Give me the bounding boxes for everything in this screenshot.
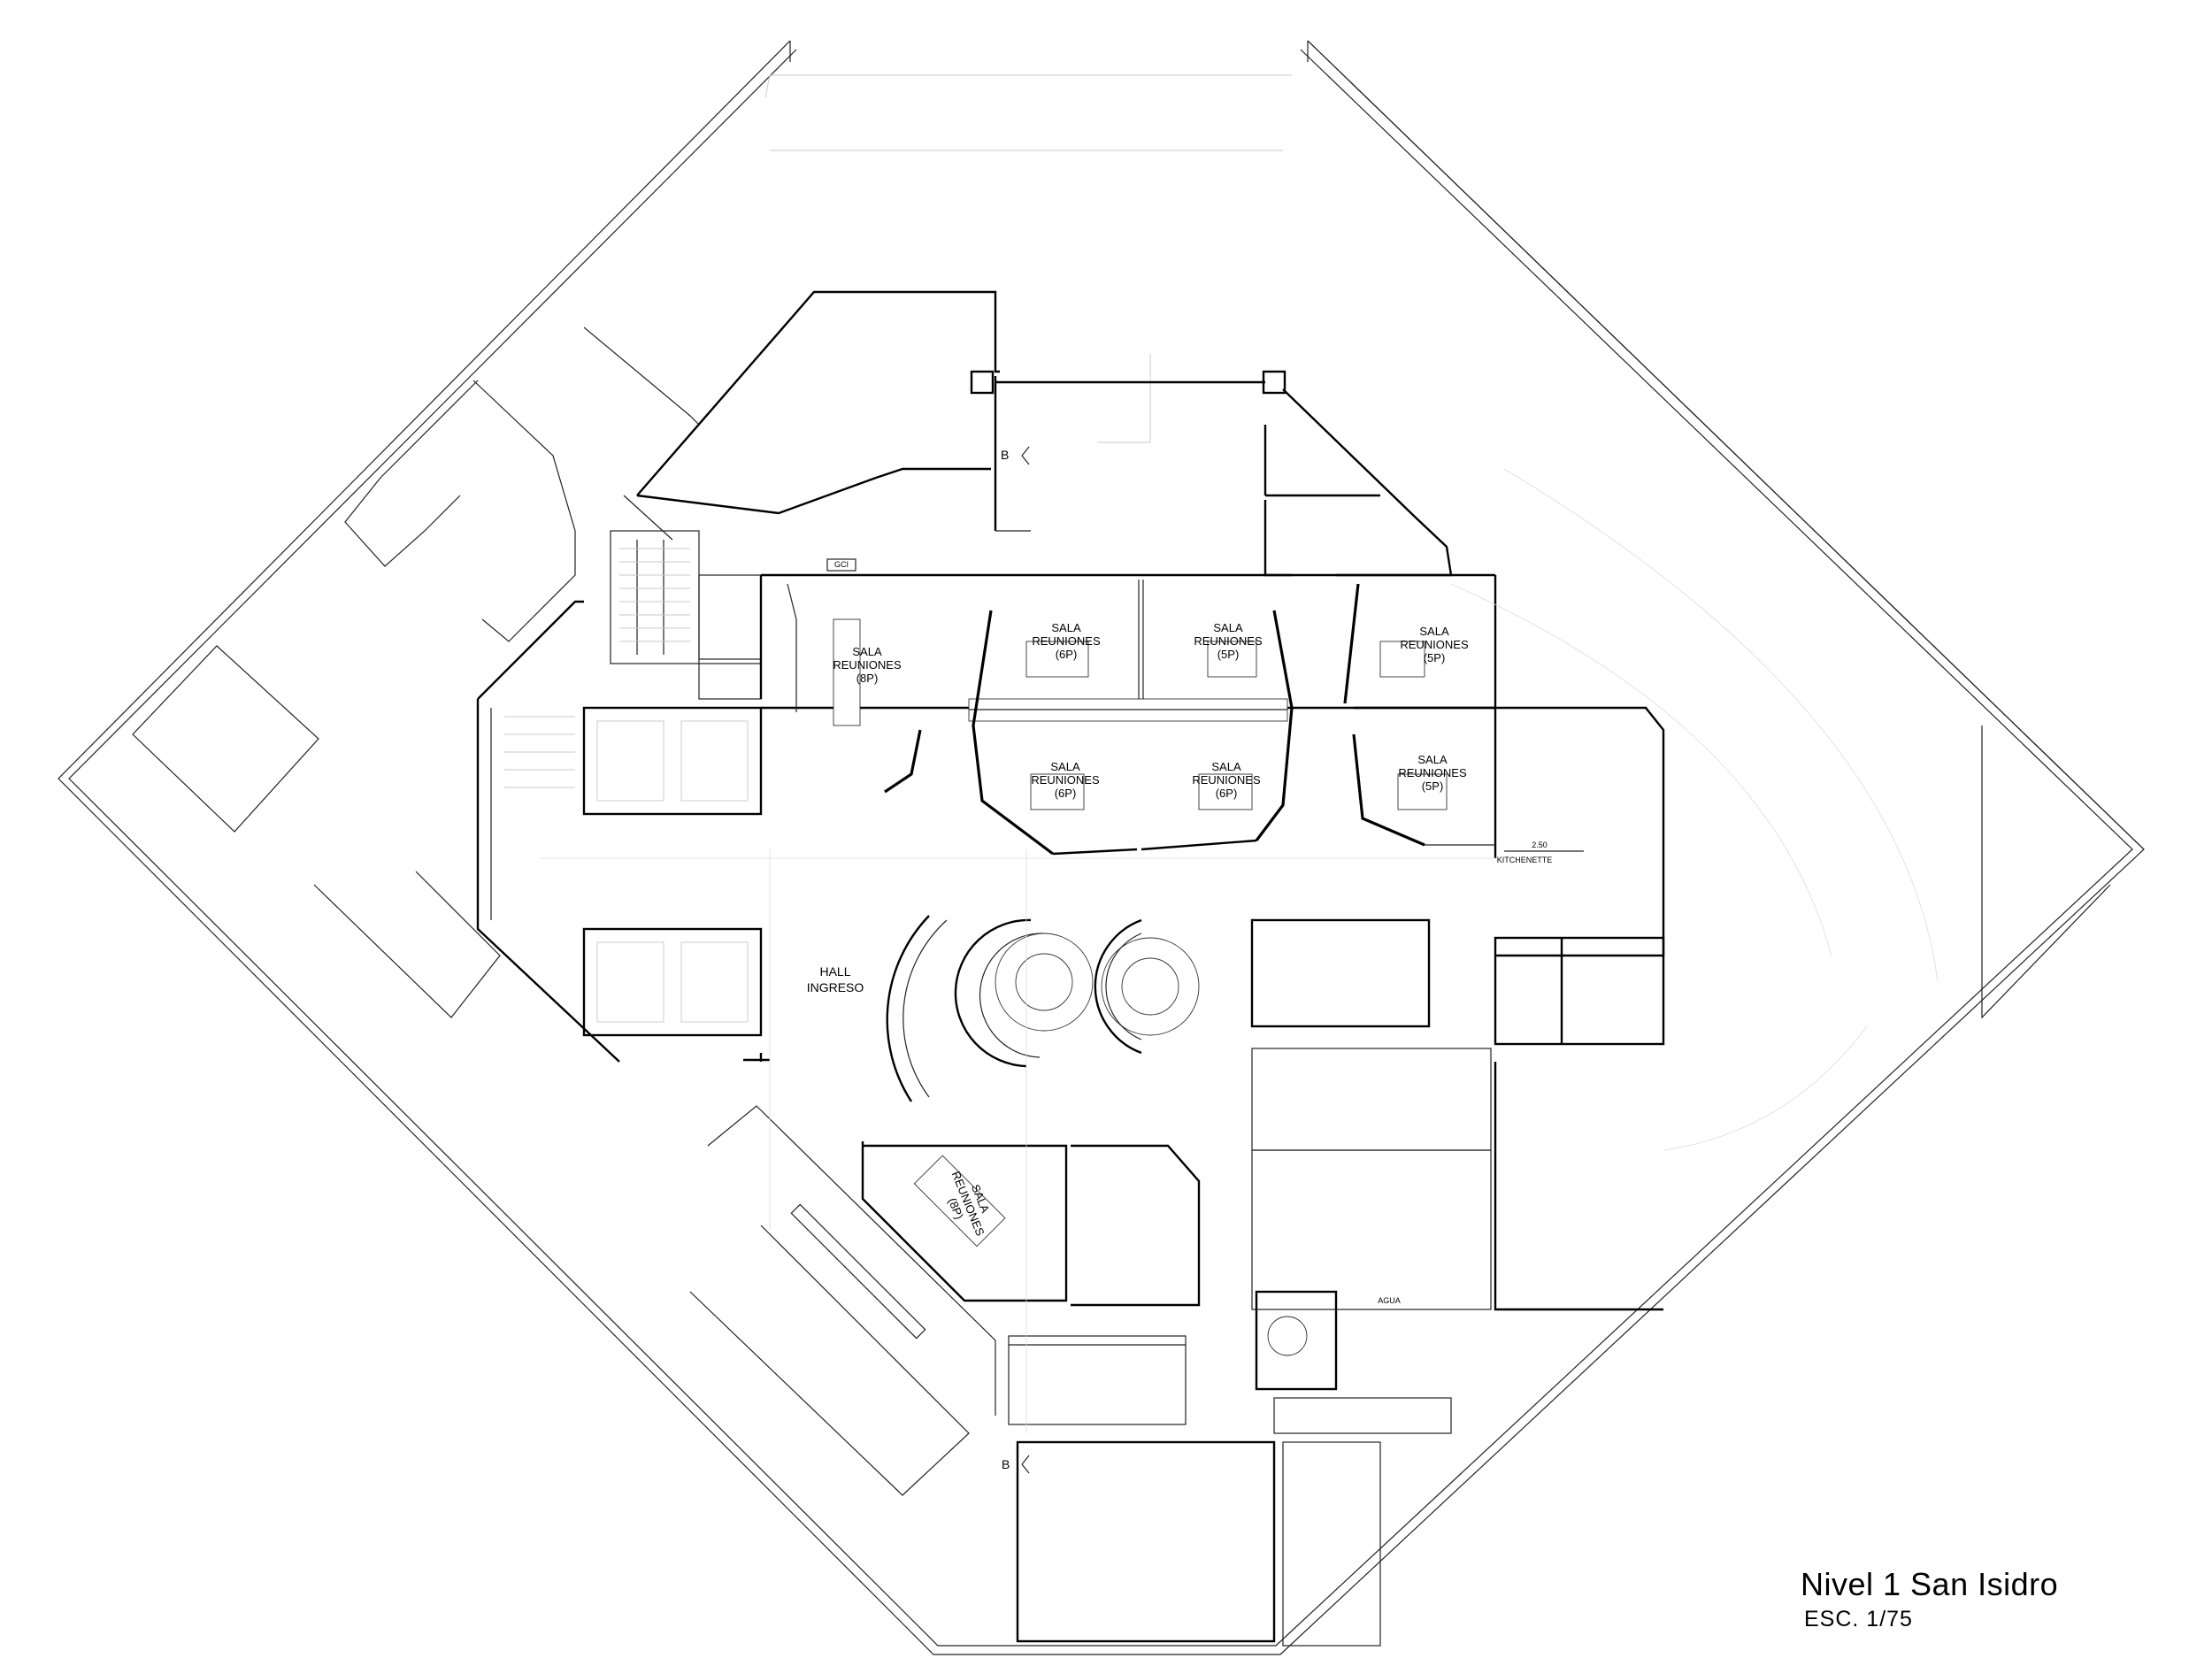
stair-treads <box>619 548 690 642</box>
furniture <box>833 618 1448 1248</box>
stair-core <box>476 530 770 1063</box>
meeting-lower <box>861 1141 1276 1643</box>
reception <box>886 915 1200 1102</box>
meeting-band-top <box>759 573 1665 957</box>
drawing-title-block: Nivel 1 San Isidro ESC. 1/75 <box>1801 1566 2058 1632</box>
faint-lines <box>540 468 1939 1433</box>
drawing-scale: ESC. 1/75 <box>1804 1607 1913 1631</box>
room-label-agua: AGUA <box>1378 1296 1401 1305</box>
room-label-gci: GCI <box>834 560 849 569</box>
outer-envelope <box>58 40 2145 1655</box>
room-label-kitchenette: KITCHENETTE <box>1497 856 1553 864</box>
drawing-title: Nivel 1 San Isidro <box>1801 1566 2059 1602</box>
left-stair-treads <box>504 716 575 788</box>
section-mark-bottom: B <box>1002 1457 1010 1471</box>
upper-core <box>636 290 1453 577</box>
right-service <box>1250 918 1665 1647</box>
kitchenette-dimension: 2.50 <box>1532 841 1548 849</box>
perimeter-rooms <box>132 74 1292 1496</box>
section-mark-top: B <box>1001 448 1009 462</box>
